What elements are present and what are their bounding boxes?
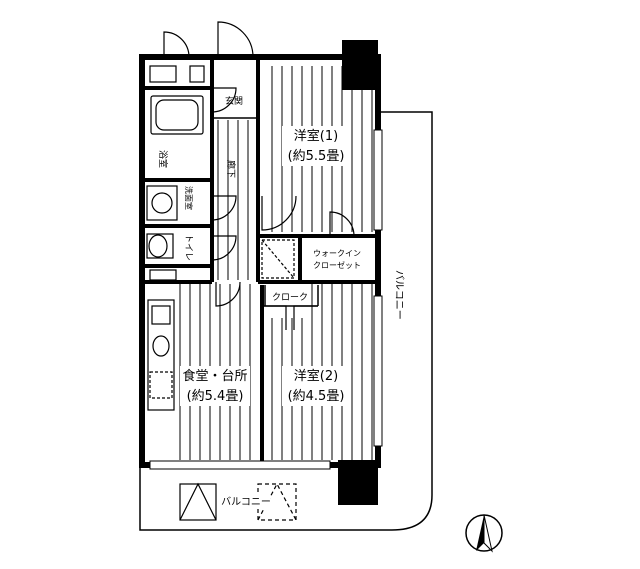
washbasin: [146, 185, 178, 221]
interior-walls: [145, 60, 378, 462]
north-arrow-icon: [465, 514, 503, 553]
column-bottom-right: [338, 460, 378, 505]
walkin-closet-label-2: クローゼット: [313, 260, 361, 270]
balcony-bottom-label: バルコニー: [221, 496, 271, 508]
washroom-label: 洗面室: [184, 186, 194, 210]
western-room-2-size: (約4.5畳): [288, 389, 345, 404]
balcony-outline: [139, 111, 433, 531]
hallway-label: 廊下: [225, 160, 237, 178]
shoe-closet: [149, 65, 205, 281]
western-room-1-name: 洋室(1): [294, 128, 338, 144]
entrance-label: 玄関: [225, 95, 243, 107]
doors: [163, 21, 355, 330]
cloak-label: クローク: [272, 292, 308, 303]
western-room-2-label: 洋室(2) (約4.5畳): [282, 366, 350, 406]
balcony-side-label: バルコニー: [393, 270, 405, 320]
dining-kitchen-name: 食堂・台所: [182, 368, 247, 384]
western-room-1-label: 洋室(1) (約5.5畳): [282, 126, 350, 166]
column-top-right: [342, 40, 378, 90]
bath-label: 浴室: [157, 150, 169, 168]
walkin-closet-label-1: ウォークイン: [313, 249, 361, 258]
kitchen-counter: [147, 299, 175, 411]
toilet-fixture: [146, 233, 174, 259]
bathtub: [150, 95, 204, 135]
western-room-1-size: (約5.5畳): [288, 149, 345, 164]
windows: [149, 129, 383, 470]
walkin-closet-box: [261, 239, 295, 279]
western-room-2-name: 洋室(2): [294, 368, 338, 384]
dining-kitchen-size: (約5.4畳): [187, 389, 244, 404]
dining-kitchen-label: 食堂・台所 (約5.4畳): [180, 366, 250, 406]
toilet-label: トイレ: [183, 234, 193, 261]
